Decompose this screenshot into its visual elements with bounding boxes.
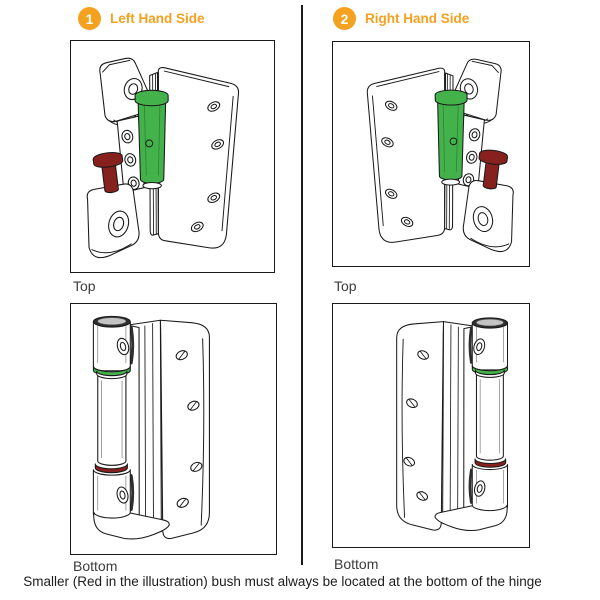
right-panel-header: 2 Right Hand Side (333, 7, 469, 30)
assembled-hinge-right-hand-icon (395, 316, 509, 532)
exploded-hinge-left-hand-icon (86, 57, 240, 259)
right-top-figure-label: Top (334, 278, 357, 294)
left-panel-header: 1 Left Hand Side (78, 7, 205, 30)
right-top-figure-box (332, 41, 530, 267)
exploded-hinge-right-hand-icon (366, 58, 514, 253)
caption: Smaller (Red in the illustration) bush m… (23, 574, 542, 589)
left-bottom-figure-label: Bottom (73, 558, 118, 574)
assembled-hinge-left-hand-icon (91, 314, 211, 541)
right-bottom-figure-box (332, 303, 530, 548)
step-2-badge: 2 (333, 7, 356, 30)
left-top-figure-box (70, 40, 275, 273)
step-1-badge: 1 (78, 7, 101, 30)
left-bottom-figure-box (70, 303, 277, 555)
left-top-figure-label: Top (73, 278, 96, 294)
right-panel-title: Right Hand Side (365, 11, 470, 26)
column-divider (301, 5, 303, 565)
right-bottom-figure-label: Bottom (334, 556, 379, 572)
left-panel-title: Left Hand Side (110, 11, 205, 26)
